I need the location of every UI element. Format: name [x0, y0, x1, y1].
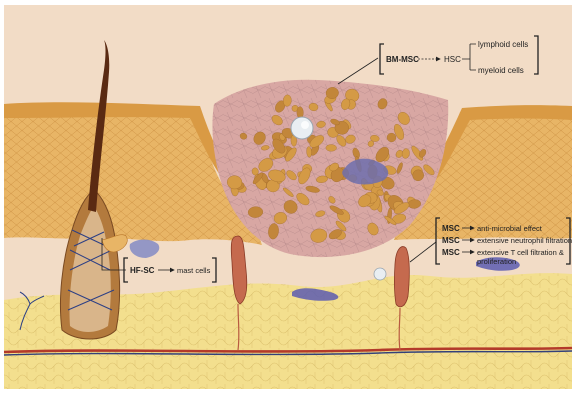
- msc-cell-migrating: [374, 268, 386, 280]
- bm-target-label: HSC: [444, 55, 461, 64]
- msc-effect-1-text: anti-microbial effect: [477, 224, 543, 233]
- hf-target-label: mast cells: [177, 266, 211, 275]
- msc-effect-3-text: extensive T cell filtration &: [477, 248, 564, 257]
- msc-effect-2-source: MSC: [442, 236, 460, 245]
- msc-effect-2-text: extensive neutrophil filtration: [477, 236, 572, 245]
- msc-effect-3-source: MSC: [442, 248, 460, 257]
- bm-branch-bottom-label: myeloid cells: [478, 66, 524, 75]
- hf-source-label: HF-SC: [130, 266, 155, 275]
- bm-branch-top-label: lymphoid cells: [478, 40, 528, 49]
- capillary-right: [394, 247, 409, 307]
- msc-effect-3-continuation: proliferation: [477, 257, 516, 266]
- msc-cell-wound: [291, 117, 313, 139]
- msc-effect-1-source: MSC: [442, 224, 460, 233]
- bm-source-label: BM-MSC: [386, 55, 419, 64]
- msc-cell-highlight: [301, 121, 309, 129]
- wound-debris-blob: [326, 145, 337, 152]
